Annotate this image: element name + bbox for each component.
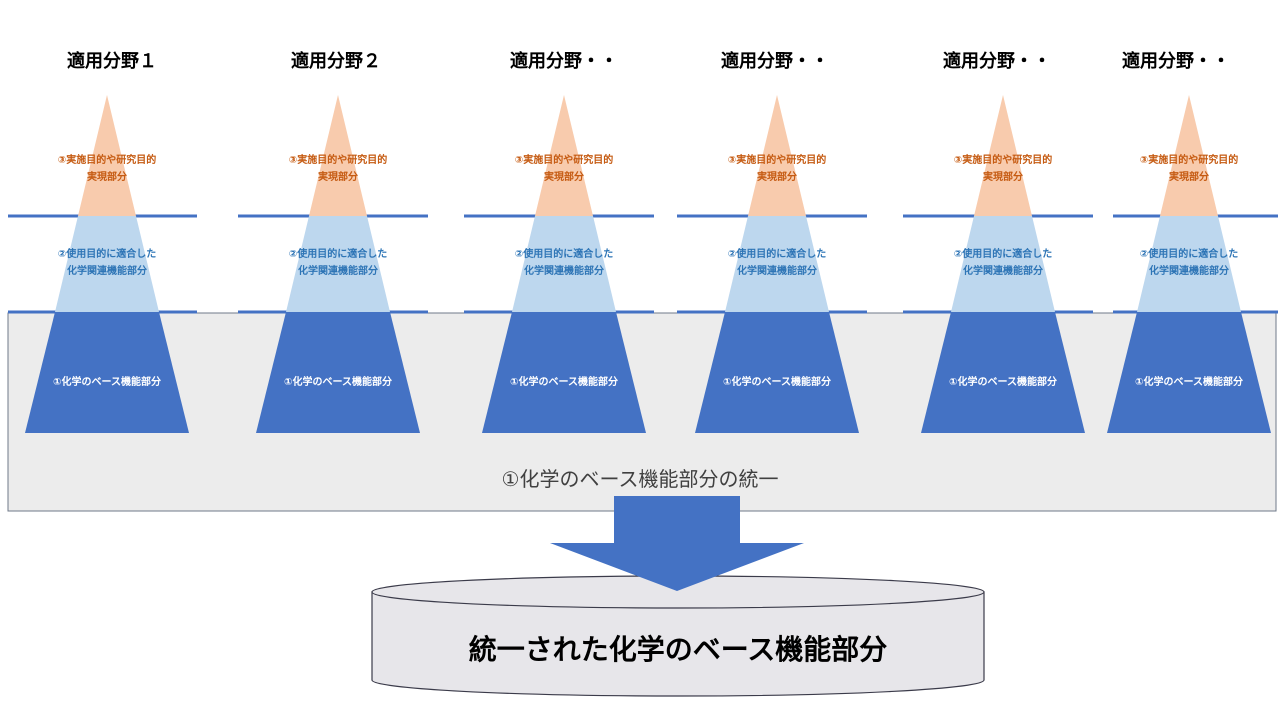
pyramid-3-middle-layer xyxy=(512,216,616,312)
top-label-line2: 実現部分 xyxy=(87,172,127,183)
pyramid-2-middle-layer xyxy=(286,216,390,312)
top-label-line2: 実現部分 xyxy=(1169,172,1209,183)
unify-label: ①化学のベース機能部分の統一 xyxy=(501,467,779,491)
pyramid-5-top-layer xyxy=(974,95,1032,216)
pyramid-2-middle-label: ②使用目的に適合した 化学関連機能部分 xyxy=(278,246,398,280)
pyramid-4-top-label: ③実施目的や研究目的 実現部分 xyxy=(717,152,837,186)
pyramid-1-base-label: ①化学のベース機能部分 xyxy=(53,377,161,388)
middle-label-line1: ②使用目的に適合した xyxy=(727,249,827,260)
pyramid-3-base-layer xyxy=(482,312,646,433)
middle-label-line2: 化学関連機能部分 xyxy=(298,266,378,277)
pyramid-5-top-label: ③実施目的や研究目的 実現部分 xyxy=(943,152,1063,186)
pyramid-3-middle-label: ②使用目的に適合した 化学関連機能部分 xyxy=(504,246,624,280)
column-title-2: 適用分野２ xyxy=(291,51,381,72)
middle-label-line1: ②使用目的に適合した xyxy=(953,249,1053,260)
pyramid-2-base-label: ①化学のベース機能部分 xyxy=(284,377,392,388)
middle-label-line1: ②使用目的に適合した xyxy=(288,249,388,260)
column-title-1: 適用分野１ xyxy=(67,51,157,72)
pyramid-3 xyxy=(482,95,646,433)
cylinder-body xyxy=(371,591,985,697)
pyramid-2-top-layer xyxy=(309,95,367,216)
top-label-line1: ③実施目的や研究目的 xyxy=(288,155,388,166)
column-title-5: 適用分野・・ xyxy=(943,51,1051,72)
pyramid-1-top-layer xyxy=(78,95,136,216)
pyramid-3-base-label: ①化学のベース機能部分 xyxy=(510,377,618,388)
pyramid-1-base-layer xyxy=(25,312,189,433)
pyramid-5-middle-layer xyxy=(951,216,1055,312)
pyramid-5 xyxy=(921,95,1085,433)
pyramid-2 xyxy=(256,95,420,433)
middle-label-line2: 化学関連機能部分 xyxy=(963,266,1043,277)
pyramid-1-top-label: ③実施目的や研究目的 実現部分 xyxy=(47,152,167,186)
pyramid-4-top-layer xyxy=(748,95,806,216)
top-label-line1: ③実施目的や研究目的 xyxy=(514,155,614,166)
pyramid-2-top-label: ③実施目的や研究目的 実現部分 xyxy=(278,152,398,186)
pyramid-4-middle-label: ②使用目的に適合した 化学関連機能部分 xyxy=(717,246,837,280)
top-label-line2: 実現部分 xyxy=(544,172,584,183)
pyramid-5-middle-label: ②使用目的に適合した 化学関連機能部分 xyxy=(943,246,1063,280)
down-arrow xyxy=(550,496,804,591)
column-title-6: 適用分野・・ xyxy=(1122,51,1230,72)
middle-label-line1: ②使用目的に適合した xyxy=(1139,249,1239,260)
pyramid-4-base-label: ①化学のベース機能部分 xyxy=(723,377,831,388)
middle-label-line2: 化学関連機能部分 xyxy=(524,266,604,277)
middle-label-line2: 化学関連機能部分 xyxy=(1149,266,1229,277)
middle-label-line2: 化学関連機能部分 xyxy=(67,266,147,277)
top-label-line1: ③実施目的や研究目的 xyxy=(727,155,827,166)
pyramid-1-middle-layer xyxy=(55,216,159,312)
top-label-line2: 実現部分 xyxy=(757,172,797,183)
middle-label-line1: ②使用目的に適合した xyxy=(57,249,157,260)
pyramid-4-base-layer xyxy=(695,312,859,433)
pyramid-1-middle-label: ②使用目的に適合した 化学関連機能部分 xyxy=(47,246,167,280)
top-label-line2: 実現部分 xyxy=(983,172,1023,183)
column-title-3: 適用分野・・ xyxy=(510,51,618,72)
pyramid-6-middle-label: ②使用目的に適合した 化学関連機能部分 xyxy=(1129,246,1249,280)
pyramid-6-base-label: ①化学のベース機能部分 xyxy=(1135,377,1243,388)
pyramid-5-base-label: ①化学のベース機能部分 xyxy=(949,377,1057,388)
pyramid-4 xyxy=(695,95,859,433)
top-label-line1: ③実施目的や研究目的 xyxy=(953,155,1053,166)
middle-label-line2: 化学関連機能部分 xyxy=(737,266,817,277)
pyramid-6 xyxy=(1107,95,1271,433)
column-title-4: 適用分野・・ xyxy=(721,51,829,72)
pyramid-6-middle-layer xyxy=(1137,216,1241,312)
pyramid-6-base-layer xyxy=(1107,312,1271,433)
separator-lines xyxy=(8,214,1278,314)
database-cylinder xyxy=(371,575,985,697)
top-label-line1: ③実施目的や研究目的 xyxy=(1139,155,1239,166)
pyramid-6-top-layer xyxy=(1160,95,1218,216)
pyramid-5-base-layer xyxy=(921,312,1085,433)
pyramid-1 xyxy=(25,95,189,433)
database-label: 統一された化学のベース機能部分 xyxy=(468,633,888,666)
middle-label-line1: ②使用目的に適合した xyxy=(514,249,614,260)
pyramid-3-top-label: ③実施目的や研究目的 実現部分 xyxy=(504,152,624,186)
pyramid-4-middle-layer xyxy=(725,216,829,312)
pyramid-2-base-layer xyxy=(256,312,420,433)
pyramid-6-top-label: ③実施目的や研究目的 実現部分 xyxy=(1129,152,1249,186)
pyramid-3-top-layer xyxy=(535,95,593,216)
top-label-line1: ③実施目的や研究目的 xyxy=(57,155,157,166)
top-label-line2: 実現部分 xyxy=(318,172,358,183)
